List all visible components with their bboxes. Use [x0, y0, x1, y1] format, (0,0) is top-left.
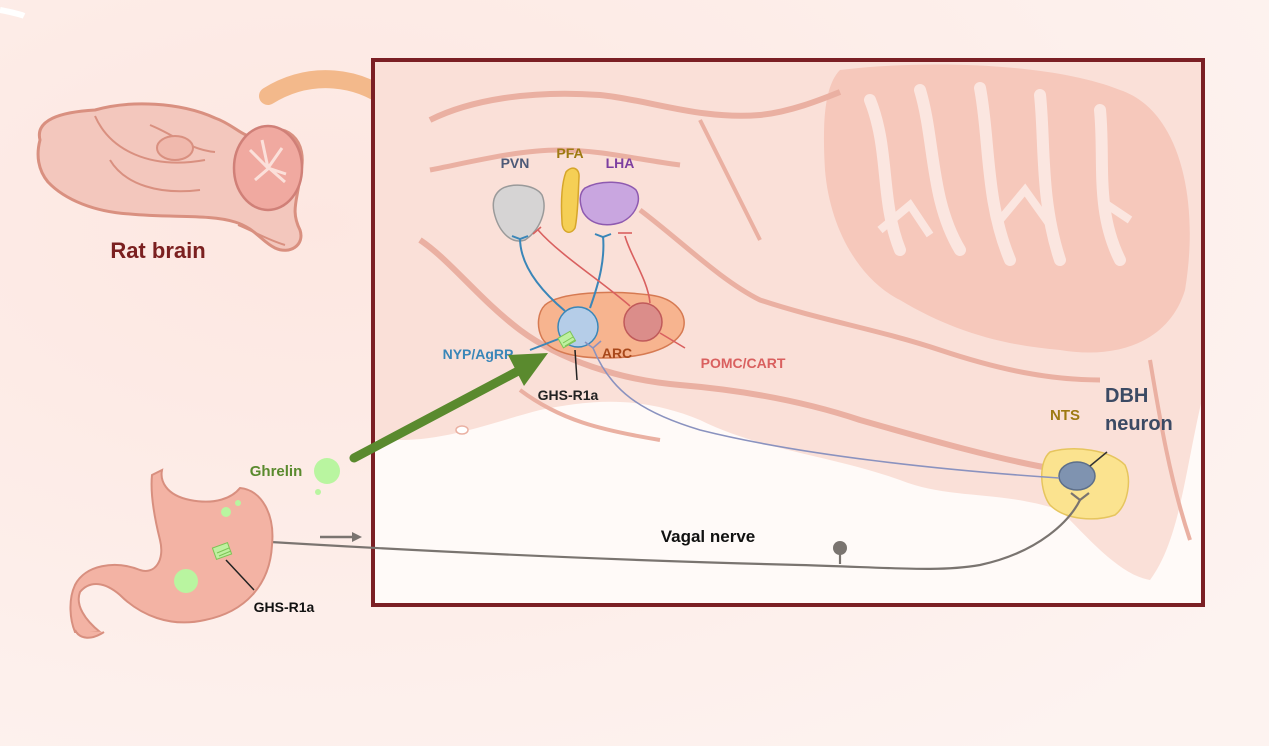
- ghs-r1a-stomach-label: GHS-R1a: [254, 599, 315, 615]
- dbh-pointer: [1089, 451, 1108, 467]
- dbh-label-line2: neuron: [1105, 413, 1173, 435]
- rat-brain-illustration: [36, 102, 304, 252]
- pvn-label: PVN: [501, 155, 530, 171]
- ghs-r1a-receptor-brain: [557, 330, 578, 381]
- pfa-label: PFA: [556, 145, 583, 161]
- lha-nucleus: [579, 181, 640, 226]
- ghrelin-arrow: [349, 353, 548, 463]
- pvn-nucleus: [492, 184, 545, 242]
- nts-label: NTS: [1050, 407, 1080, 424]
- lha-label: LHA: [606, 155, 635, 171]
- pomc-cart-neuron: [623, 302, 663, 342]
- dbh-terminal: [584, 340, 602, 350]
- vagal-direction-arrow: [320, 532, 362, 542]
- rat-brain-label: Rat brain: [110, 238, 205, 263]
- pomc-cart-projections: [532, 226, 686, 349]
- pfa-nucleus: [560, 167, 580, 233]
- ghrelin-granules: [174, 458, 340, 593]
- brain-section-panel: [371, 58, 1205, 607]
- dbh-neuron: [1058, 461, 1096, 491]
- vagal-nerve-label: Vagal nerve: [661, 527, 756, 546]
- ghrelin-label: Ghrelin: [250, 463, 303, 480]
- ghs-r1a-receptor-stomach: [211, 541, 255, 591]
- vagal-ganglion: [833, 541, 847, 555]
- npy-agrp-label: NYP/AgRP: [443, 346, 514, 362]
- corner-mark: [0, 7, 26, 19]
- ghs-r1a-brain-label: GHS-R1a: [538, 387, 599, 403]
- arc-label: ARC: [602, 345, 632, 361]
- dbh-to-arc-projection: [592, 347, 1060, 479]
- npy-agrp-projections: [511, 233, 612, 351]
- pomc-cart-label: POMC/CART: [701, 355, 786, 371]
- dbh-label-line1: DBH: [1105, 385, 1148, 407]
- panel-frame: [371, 58, 1205, 607]
